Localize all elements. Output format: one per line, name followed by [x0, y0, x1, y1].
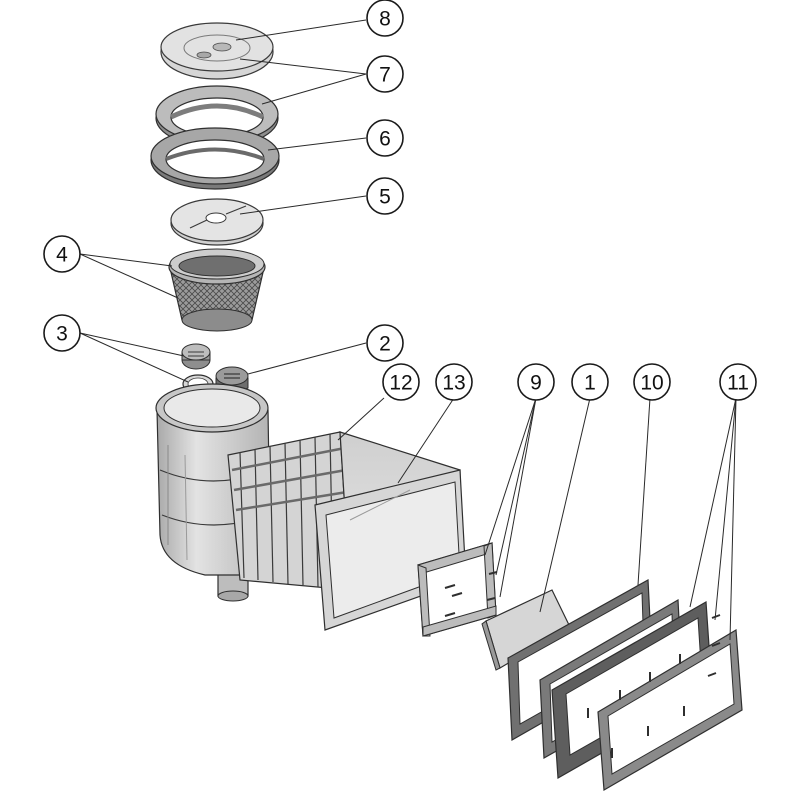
callout-10: 10	[633, 363, 671, 401]
callout-label-3: 3	[56, 323, 68, 346]
part-8-lid	[160, 22, 274, 80]
callout-label-13: 13	[442, 372, 465, 395]
callout-label-6: 6	[379, 128, 391, 151]
callout-7: 7	[366, 55, 404, 93]
callout-label-8: 8	[379, 8, 391, 31]
callout-2: 2	[366, 324, 404, 362]
part-5-basket-cover	[170, 198, 264, 246]
part-11-flange	[551, 601, 743, 791]
callout-label-9: 9	[530, 372, 542, 395]
part-6-gasket-ring	[150, 127, 280, 190]
callout-6: 6	[366, 119, 404, 157]
callout-4: 4	[43, 235, 81, 273]
skimmer-body	[155, 383, 467, 631]
callout-label-11: 11	[727, 372, 749, 395]
callout-3: 3	[43, 314, 81, 352]
callout-13: 13	[435, 363, 473, 401]
callout-12: 12	[382, 363, 420, 401]
callout-8: 8	[366, 0, 404, 37]
callout-11: 11	[719, 363, 757, 401]
callout-label-2: 2	[379, 333, 391, 356]
part-9-inner-frame	[417, 542, 498, 637]
part-13-mouth	[314, 431, 467, 631]
callout-5: 5	[366, 177, 404, 215]
callout-label-7: 7	[379, 64, 391, 87]
callout-label-1: 1	[584, 372, 596, 395]
callout-label-12: 12	[389, 372, 412, 395]
callout-label-5: 5	[379, 186, 391, 209]
part-4-basket	[168, 248, 266, 332]
callout-label-4: 4	[56, 244, 68, 267]
leader-lines	[79, 19, 737, 641]
callout-1: 1	[571, 363, 609, 401]
callout-9: 9	[517, 363, 555, 401]
callout-label-10: 10	[640, 372, 663, 395]
